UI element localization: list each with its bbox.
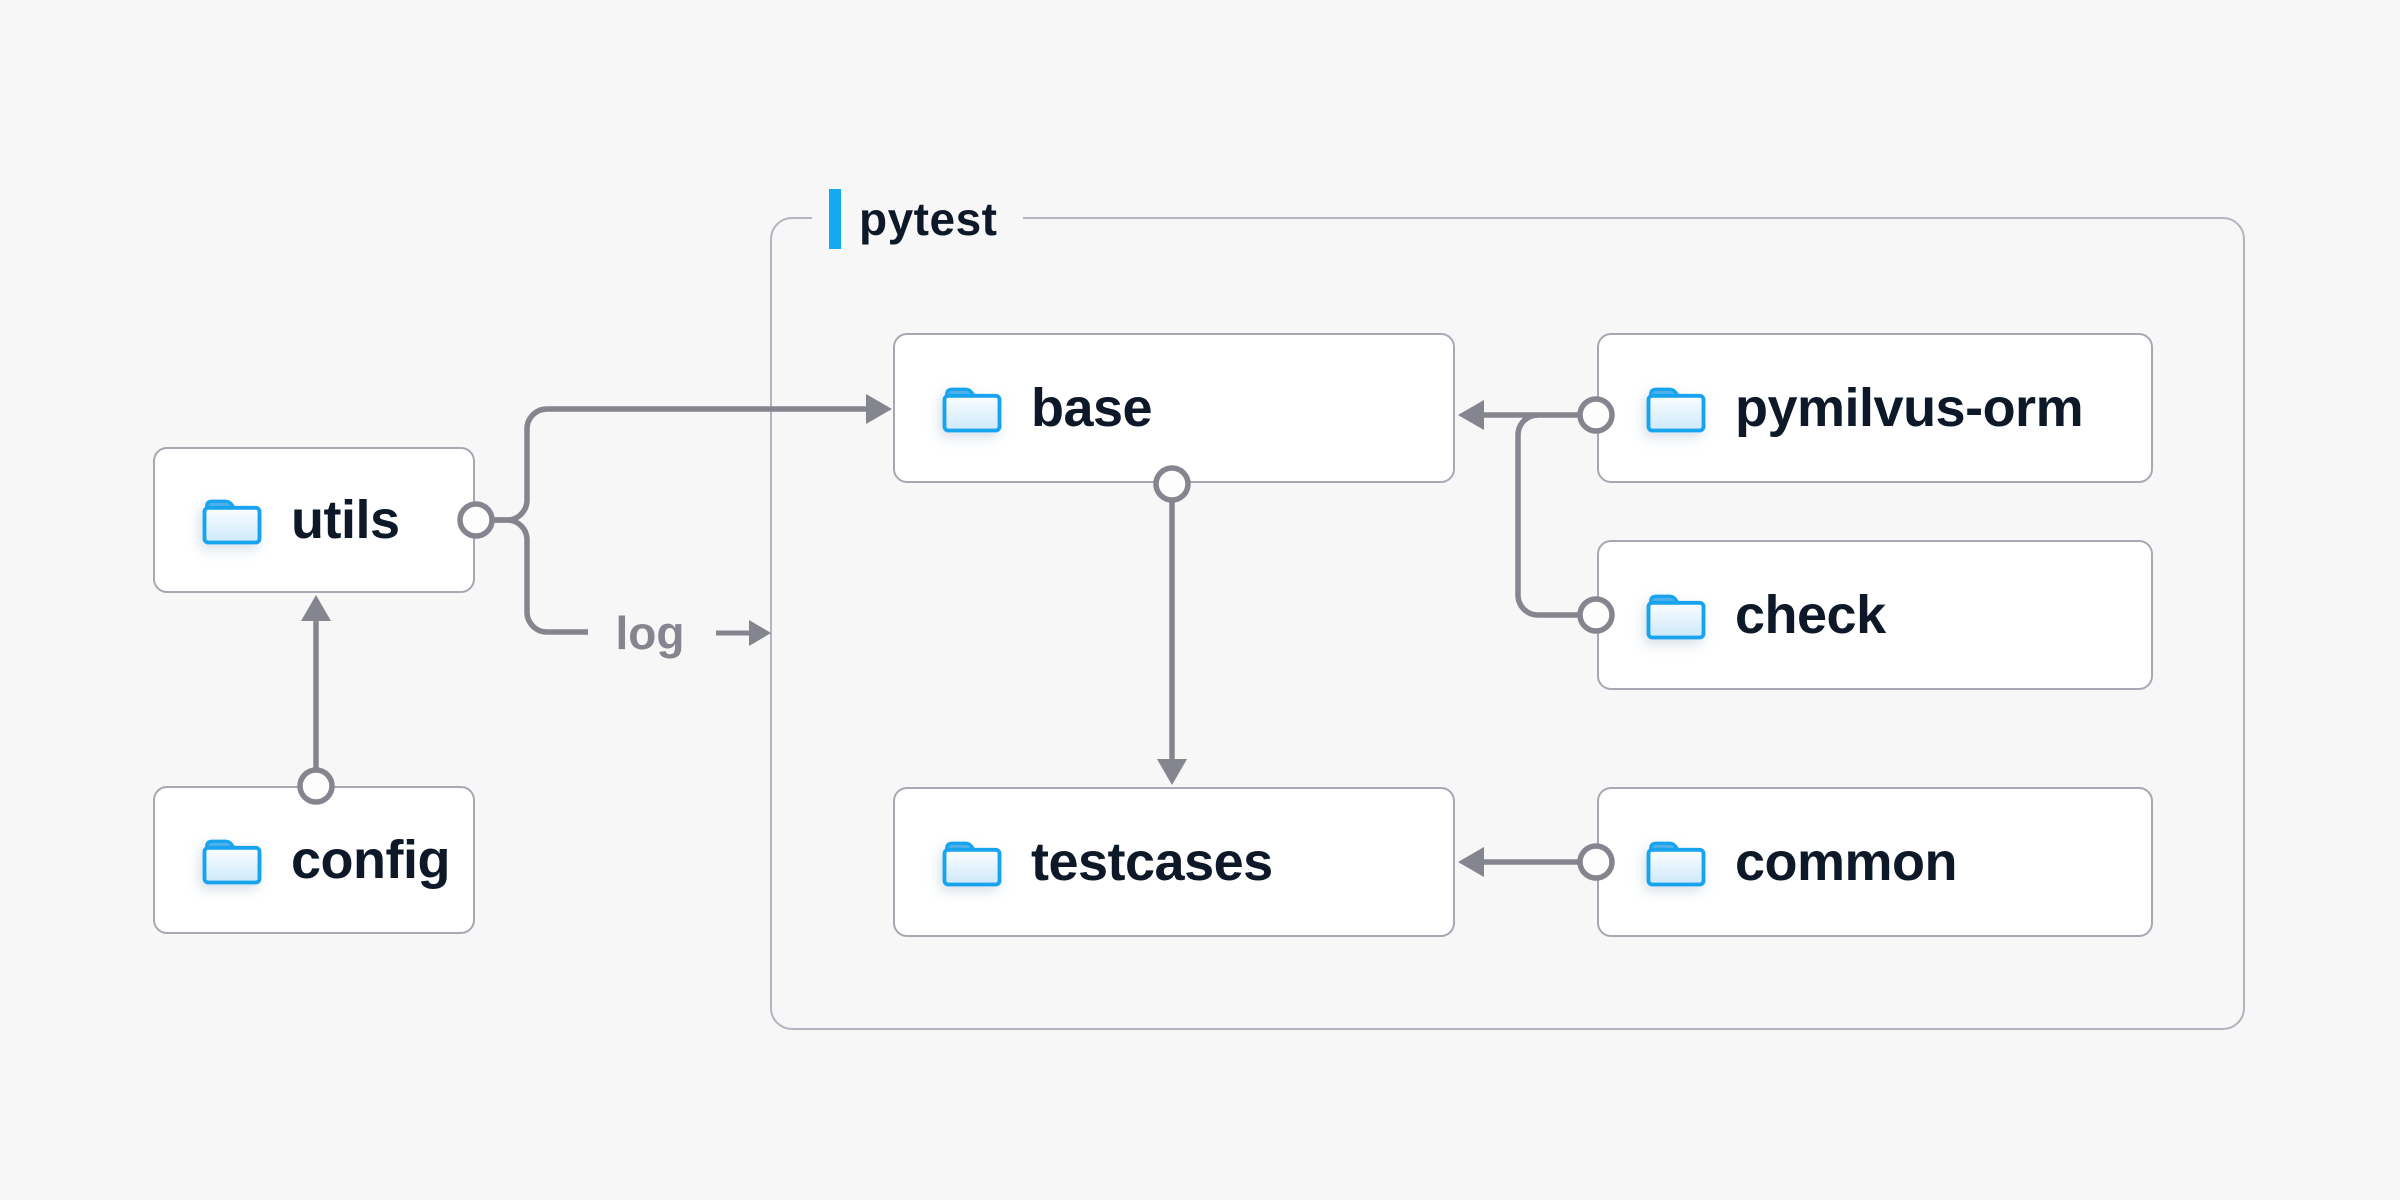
node-testcases: testcases (893, 787, 1455, 937)
arrowhead-icon (301, 595, 331, 621)
node-check: check (1597, 540, 2153, 690)
node-label: config (291, 830, 450, 890)
node-common: common (1597, 787, 2153, 937)
node-label: common (1735, 832, 1958, 892)
node-pymilvus-orm: pymilvus-orm (1597, 333, 2153, 483)
container-title: pytest (859, 193, 998, 245)
node-utils: utils (153, 447, 475, 593)
node-config: config (153, 786, 475, 934)
node-base: base (893, 333, 1455, 483)
folder-icon (199, 833, 265, 888)
folder-icon (939, 835, 1005, 890)
node-label: base (1031, 378, 1153, 438)
log-arrow-icon (749, 620, 771, 646)
node-label: check (1735, 585, 1886, 645)
folder-icon (1643, 835, 1709, 890)
edge-config-utils (301, 595, 331, 770)
folder-icon (1643, 588, 1709, 643)
pytest-container: pytest (770, 188, 2245, 1030)
folder-icon (199, 493, 265, 548)
log-edge-label: log (615, 607, 685, 659)
accent-bar-icon (829, 189, 841, 249)
node-label: utils (291, 490, 400, 550)
folder-icon (1643, 381, 1709, 436)
node-label: testcases (1031, 832, 1273, 892)
node-label: pymilvus-orm (1735, 378, 2084, 438)
pytest-container-label: pytest (812, 188, 1024, 250)
folder-icon (939, 381, 1005, 436)
